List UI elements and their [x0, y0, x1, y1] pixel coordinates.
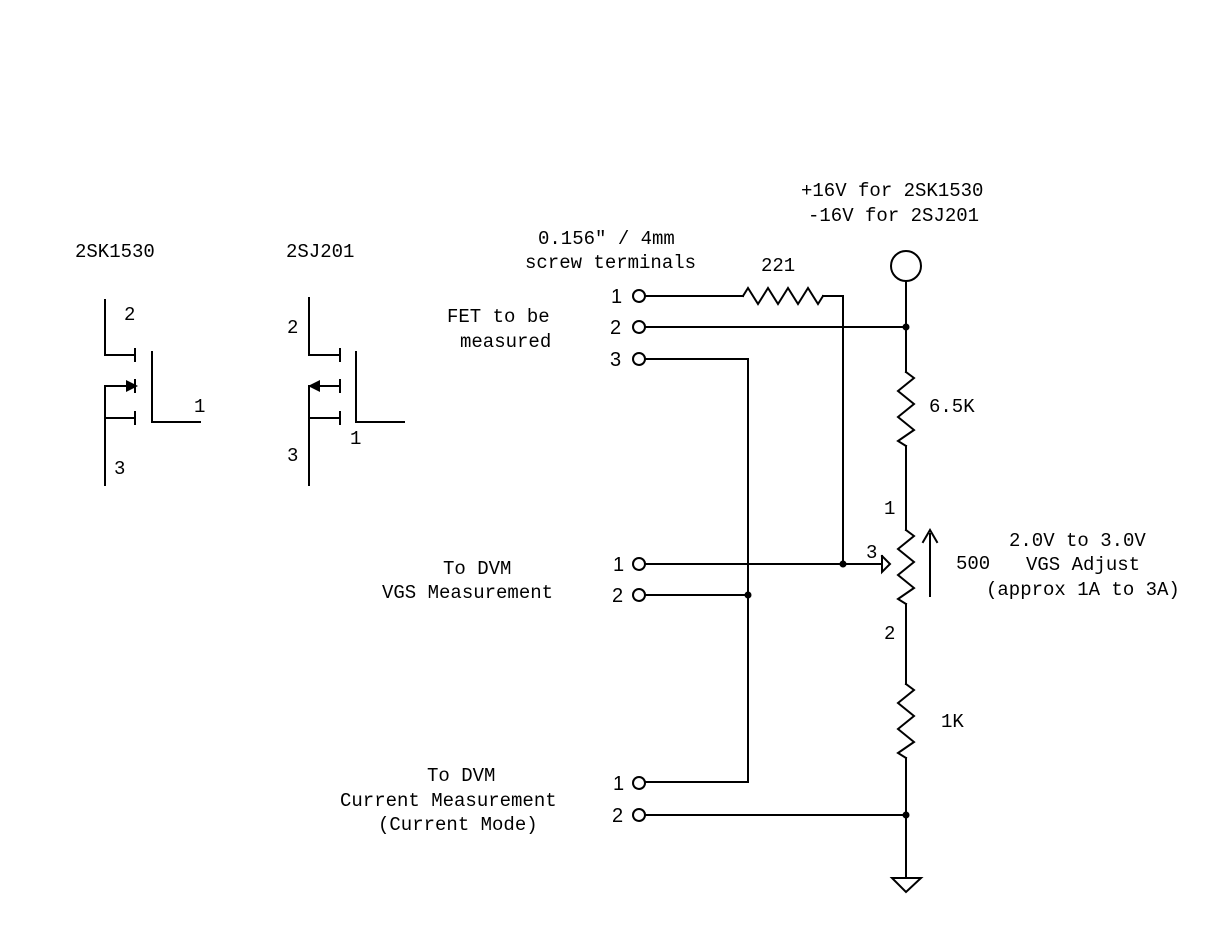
pch-gate-lead	[355, 351, 405, 423]
adjust-label-line3: (approx 1A to 3A)	[986, 579, 1180, 601]
resistor-221-icon	[741, 286, 825, 306]
adjust-label-line2: VGS Adjust	[1026, 554, 1140, 576]
pot-500-label: 500	[956, 553, 990, 575]
terminals-label-line1: 0.156" / 4mm	[538, 228, 675, 250]
pot-wiper-arrow-icon	[880, 554, 892, 575]
fet-connector-label-line2: measured	[460, 331, 551, 353]
nch-gate-lead	[151, 351, 201, 423]
pch-source-lead	[308, 385, 341, 486]
ground-icon	[889, 877, 924, 894]
pch-pin-drain: 2	[287, 317, 298, 339]
fet-pin-1-label: 1	[611, 286, 622, 308]
nch-source-lead	[104, 385, 128, 486]
vgs-connector-label-line2: VGS Measurement	[382, 582, 553, 604]
pch-pin-gate: 1	[350, 428, 361, 450]
vgs-terminal-2-icon	[632, 588, 646, 602]
nch-pin-drain: 2	[124, 304, 135, 326]
gate-wire-down	[822, 295, 844, 565]
nch-fet-name: 2SK1530	[75, 241, 155, 263]
pch-fet-name: 2SJ201	[286, 241, 354, 263]
vgs-pin-1-label: 1	[613, 554, 624, 576]
pot-500-icon	[896, 528, 916, 606]
adjust-arrow-icon	[921, 528, 939, 544]
supply-terminal-icon	[890, 250, 922, 282]
fet-terminal-2-icon	[632, 320, 646, 334]
pch-drain-lead	[308, 297, 341, 356]
nch-drain-lead	[104, 299, 136, 356]
pch-arrow-icon	[308, 380, 320, 392]
resistor-221-label: 221	[761, 255, 795, 277]
current-connector-label-line1: To DVM	[427, 765, 495, 787]
vgs-pin-2-label: 2	[612, 585, 623, 607]
resistor-6k5-label: 6.5K	[929, 396, 975, 418]
resistor-1k-label: 1K	[941, 711, 964, 733]
current-pin-1-label: 1	[613, 773, 624, 795]
nch-fet-symbol: 2SK1530 2 1 3	[75, 241, 205, 486]
supply-label-line1: +16V for 2SK1530	[801, 180, 983, 202]
vgs-terminal-1-icon	[632, 557, 646, 571]
current-connector-label-line3: (Current Mode)	[378, 814, 538, 836]
pch-pin-source: 3	[287, 445, 298, 467]
adjust-label-line1: 2.0V to 3.0V	[1009, 530, 1146, 552]
fet-pin-2-label: 2	[610, 317, 621, 339]
pot-pin-3: 3	[866, 542, 877, 564]
junction-drain	[902, 323, 910, 331]
fet-terminal-1-icon	[632, 289, 646, 303]
fet-connector-label-line1: FET to be	[447, 306, 550, 328]
nch-arrow-icon	[126, 380, 138, 392]
current-pin-2-label: 2	[612, 805, 623, 827]
junction-source	[744, 591, 752, 599]
current-terminal-1-icon	[632, 776, 646, 790]
pot-pin-1: 1	[884, 498, 895, 520]
terminals-label-line2: screw terminals	[525, 252, 696, 274]
nch-pin-source: 3	[114, 458, 125, 480]
resistor-6k5-icon	[896, 370, 916, 448]
pot-pin-2: 2	[884, 623, 895, 645]
fet-pin-3-label: 3	[610, 349, 621, 371]
nch-pin-gate: 1	[194, 396, 205, 418]
source-wire	[644, 358, 749, 783]
supply-label-line2: -16V for 2SJ201	[808, 205, 979, 227]
current-connector-label-line2: Current Measurement	[340, 790, 557, 812]
junction-gate	[839, 560, 847, 568]
vgs-connector-label-line1: To DVM	[443, 558, 511, 580]
pch-fet-symbol: 2SJ201 2 1 3	[286, 241, 405, 486]
resistor-1k-icon	[896, 682, 916, 760]
fet-terminal-3-icon	[632, 352, 646, 366]
current-terminal-2-icon	[632, 808, 646, 822]
